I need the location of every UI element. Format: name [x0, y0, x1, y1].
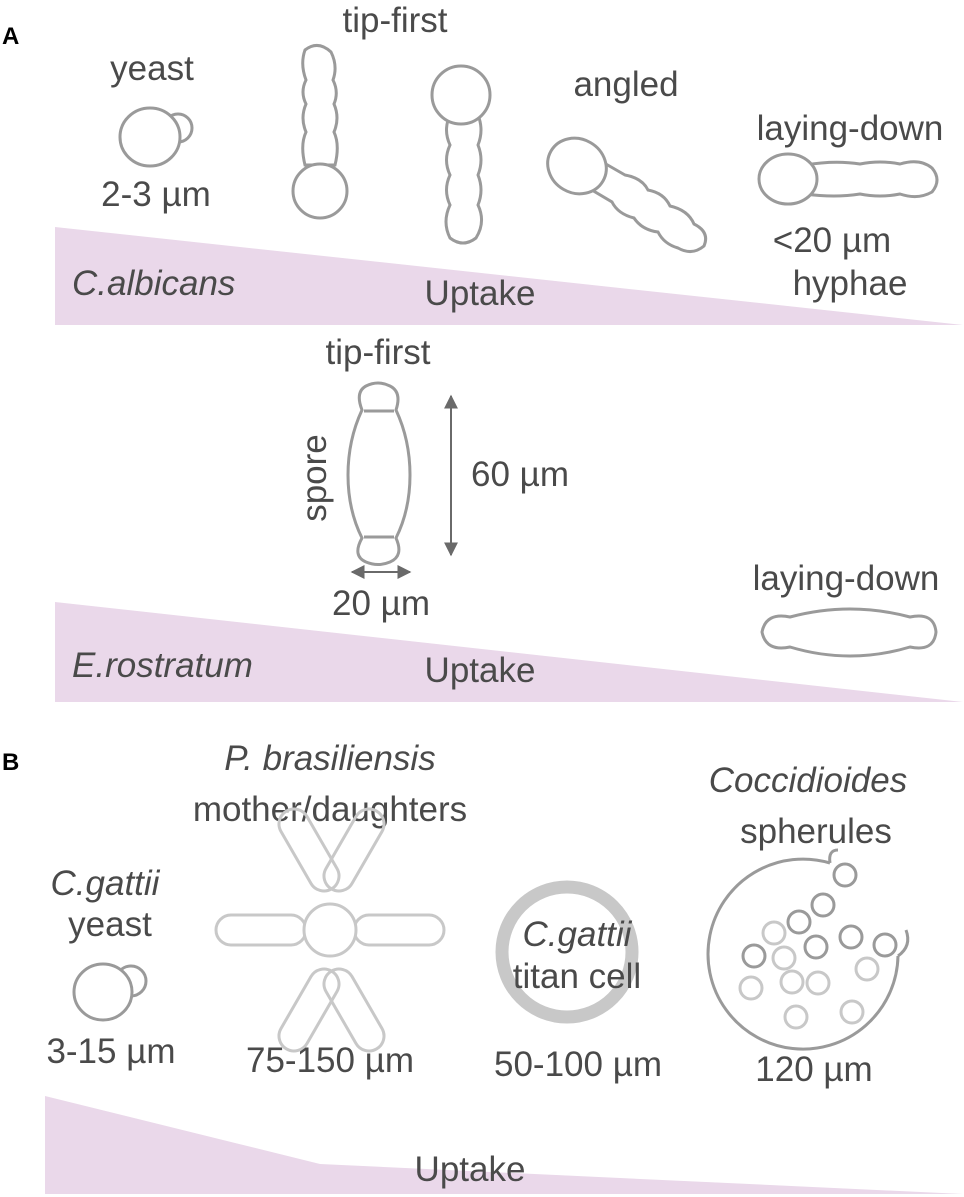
erostratum-spore-cell — [346, 381, 412, 566]
calbicans-uptake-wedge — [55, 227, 963, 325]
calbicans-yeast-label: yeast — [110, 49, 194, 88]
panel-b-uptake-wedge — [45, 1096, 963, 1194]
erostratum-tip-first-label: tip-first — [326, 333, 431, 372]
erostratum-laying-down-label: laying-down — [753, 559, 940, 598]
pbrasiliensis-organism: P. brasiliensis — [224, 739, 435, 778]
pbrasiliensis-label: mother/daughters — [193, 790, 467, 829]
calbicans-angled-cell — [546, 136, 708, 253]
erostratum-width-label: 20 µm — [332, 584, 430, 623]
calbicans-hyphae-cell — [757, 152, 939, 206]
calbicans-tip-first-label: tip-first — [343, 1, 448, 40]
coccidioides-label: spherules — [740, 812, 892, 851]
cgattii-yeast-size: 3-15 µm — [46, 1032, 175, 1071]
calbicans-yeast-cell — [118, 106, 194, 168]
calbicans-uptake-label: Uptake — [425, 274, 536, 313]
panel-b-letter: B — [2, 749, 19, 776]
calbicans-tip-first-cell-1 — [291, 44, 349, 220]
calbicans-hyphae-label: hyphae — [793, 264, 908, 303]
erostratum-length-label: 60 µm — [471, 455, 569, 494]
cgattii-titan-label: titan cell — [513, 957, 641, 996]
erostratum-organism-label: E.rostratum — [72, 646, 253, 685]
pbrasiliensis-size: 75-150 µm — [246, 1041, 414, 1080]
cgattii-titan-cell — [495, 880, 639, 1024]
erostratum-uptake-label: Uptake — [425, 651, 536, 690]
cgattii-titan-organism: C.gattii — [523, 915, 633, 954]
calbicans-laying-down-label: laying-down — [757, 109, 944, 148]
coccidioides-spherule — [706, 848, 910, 1051]
erostratum-laying-down-cell — [760, 607, 938, 658]
coccidioides-organism: Coccidioides — [709, 761, 907, 800]
cgattii-titan-size: 50-100 µm — [494, 1045, 662, 1084]
calbicans-angled-label: angled — [573, 65, 678, 104]
cgattii-yeast-label: yeast — [68, 905, 152, 944]
cgattii-yeast-organism: C.gattii — [51, 864, 161, 903]
coccidioides-size: 120 µm — [755, 1050, 872, 1089]
panel-b-uptake-label: Uptake — [415, 1150, 526, 1189]
erostratum-uptake-wedge — [55, 602, 963, 702]
erostratum-spore-label: spore — [295, 434, 334, 522]
pbrasiliensis-cell — [214, 807, 446, 1053]
calbicans-yeast-size: 2-3 µm — [101, 175, 211, 214]
cgattii-yeast-cell — [72, 962, 148, 1022]
panel-a-letter: A — [2, 23, 19, 50]
calbicans-organism-label: C.albicans — [72, 264, 235, 303]
calbicans-hyphae-size: <20 µm — [773, 221, 891, 260]
calbicans-tip-first-cell-2 — [430, 64, 492, 245]
